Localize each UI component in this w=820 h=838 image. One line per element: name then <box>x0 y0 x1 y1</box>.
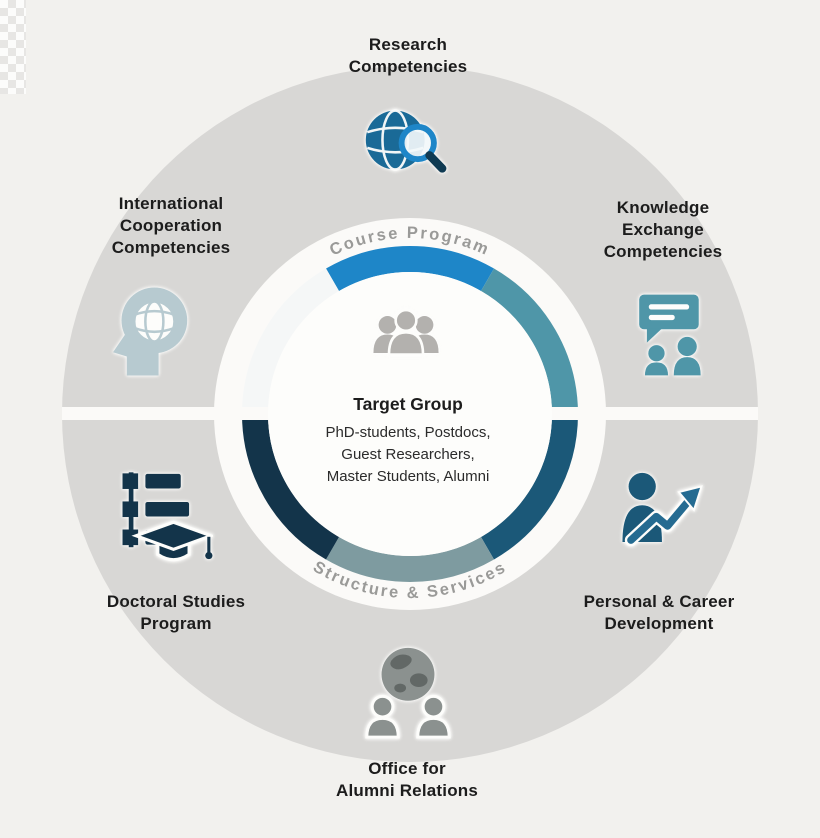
ring-segment-research <box>326 246 494 292</box>
section-label-alumni-office: Office for Alumni Relations <box>335 759 479 801</box>
section-label-personal-career: Personal & Career Development <box>583 592 735 634</box>
ring-segment-knowledge-exchange <box>480 268 578 415</box>
presentation-discussion-icon <box>639 294 701 376</box>
timeline-graduation-icon <box>122 472 213 562</box>
person-growth-arrow-icon <box>622 472 703 547</box>
section-label-doctoral-studies: Doctoral Studies Program <box>106 592 246 634</box>
transparency-checkerboard <box>0 0 26 94</box>
people-group-icon <box>373 308 439 356</box>
section-label-knowledge-exchange: Knowledge Exchange Competencies <box>603 198 723 262</box>
globe-people-icon <box>365 647 451 739</box>
ring-segment-alumni-office <box>326 536 494 582</box>
center-circle <box>268 272 552 556</box>
target-group-block: Target Group PhD-students, Postdocs, Gue… <box>278 394 538 487</box>
ring-segment-international-cooperation <box>242 268 340 415</box>
head-globe-icon <box>113 287 188 376</box>
section-label-international-cooperation: International Cooperation Competencies <box>111 194 231 258</box>
section-label-research: Research Competencies <box>348 35 468 77</box>
target-group-title: Target Group <box>353 394 463 414</box>
globe-magnifier-icon <box>365 109 447 173</box>
target-group-description: PhD-students, Postdocs, Guest Researcher… <box>325 424 491 485</box>
ring-segment-doctoral-studies <box>242 413 340 560</box>
ring-segment-personal-career <box>480 413 578 560</box>
